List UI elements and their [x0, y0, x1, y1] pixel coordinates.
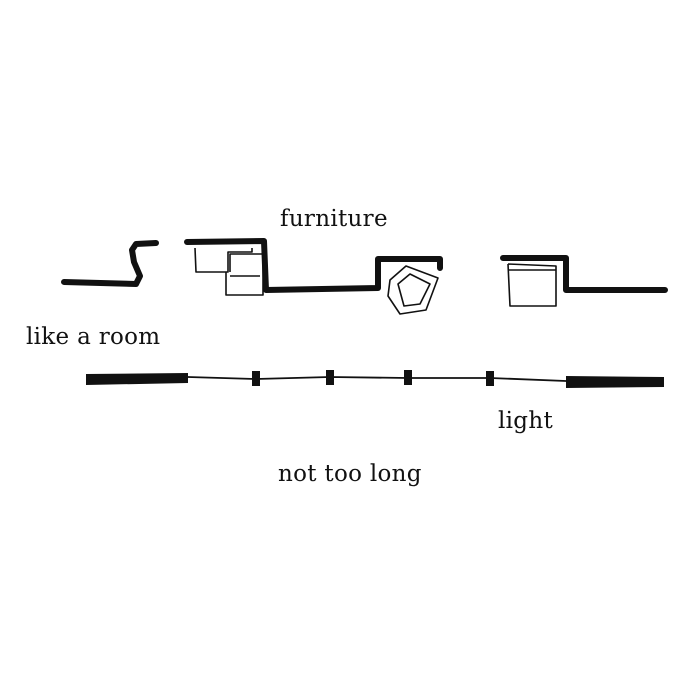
- window-mullion-3: [404, 370, 412, 385]
- wall-alcove-1: [184, 238, 443, 293]
- window-line: [187, 376, 567, 382]
- wall-fragment-left: [61, 240, 159, 287]
- furniture-armchair: [387, 265, 439, 315]
- furniture-box-lower: [225, 253, 264, 296]
- furniture-pieces: [194, 247, 557, 315]
- upper-wall: [61, 238, 668, 293]
- wall-alcove-2: [500, 255, 668, 293]
- wall-solid-right: [566, 376, 664, 388]
- lower-wall-with-windows: [86, 370, 664, 388]
- label-furniture: furniture: [280, 206, 388, 232]
- window-mullion-4: [486, 371, 494, 386]
- furniture-box-upper: [194, 247, 253, 273]
- window-mullion-1: [252, 371, 260, 386]
- label-not-too-long: not too long: [278, 461, 422, 487]
- wall-solid-left: [86, 373, 188, 385]
- furniture-armchair-seat: [397, 273, 431, 307]
- label-light: light: [498, 408, 553, 434]
- label-like-a-room: like a room: [26, 324, 161, 350]
- window-mullion-2: [326, 370, 334, 385]
- furniture-cabinet: [507, 263, 557, 307]
